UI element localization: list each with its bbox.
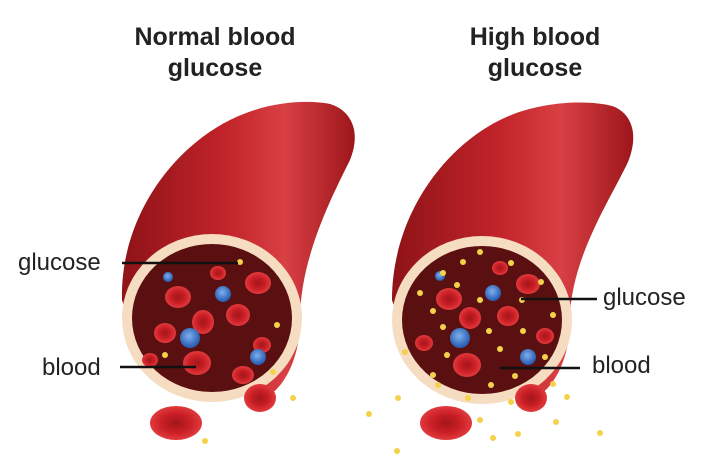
glucose-dot (435, 382, 441, 388)
red-blood-cell (459, 307, 481, 329)
glucose-dot (564, 394, 570, 400)
glucose-dot (454, 282, 460, 288)
title-normal-blood-glucose: Normal blood glucose (100, 22, 330, 84)
blue-cell (163, 272, 173, 282)
glucose-dot (270, 369, 276, 375)
label-blood-high: blood (592, 352, 651, 379)
glucose-dot (162, 352, 168, 358)
label-glucose-high: glucose (603, 284, 686, 311)
red-blood-cell (492, 261, 508, 275)
glucose-dot (490, 435, 496, 441)
glucose-dot (395, 395, 401, 401)
glucose-dot (290, 395, 296, 401)
glucose-dot (274, 322, 280, 328)
red-blood-cell (192, 310, 214, 334)
glucose-dot (508, 399, 514, 405)
blue-cell (485, 285, 501, 301)
red-blood-cell (150, 406, 202, 440)
title-line-1: High blood (469, 23, 601, 51)
glucose-dot (488, 382, 494, 388)
title-line-1: Normal blood (134, 23, 296, 51)
glucose-dot (486, 328, 492, 334)
blue-cell (450, 328, 470, 348)
red-blood-cell (154, 323, 176, 343)
title-high-blood-glucose: High blood glucose (420, 22, 650, 84)
glucose-dot (440, 270, 446, 276)
red-blood-cell (232, 366, 254, 384)
red-blood-cell (420, 406, 472, 440)
red-blood-cell (515, 384, 547, 412)
glucose-dot (550, 312, 556, 318)
title-line-2: glucose (487, 54, 583, 82)
blue-cells (163, 272, 266, 365)
glucose-dot (550, 381, 556, 387)
glucose-dot (553, 419, 559, 425)
glucose-dot (477, 297, 483, 303)
vessel-lumen (402, 246, 562, 394)
glucose-dot (440, 324, 446, 330)
red-blood-cell (245, 272, 271, 294)
glucose-dots (366, 249, 603, 454)
red-blood-cell (165, 286, 191, 308)
red-blood-cell (516, 274, 540, 294)
red-blood-cell (226, 304, 250, 326)
glucose-dot (430, 308, 436, 314)
red-blood-cell (244, 384, 276, 412)
glucose-dot (512, 373, 518, 379)
glucose-dot (237, 259, 243, 265)
blue-cell (180, 328, 200, 348)
vessel-high (366, 102, 634, 454)
label-blood-normal: blood (42, 354, 101, 381)
title-line-2: glucose (167, 54, 263, 82)
vessel-normal (120, 101, 355, 444)
red-blood-cells (415, 261, 554, 377)
glucose-dot (430, 372, 436, 378)
blue-cells (435, 271, 536, 365)
red-blood-cell (253, 337, 271, 353)
glucose-dot (508, 260, 514, 266)
glucose-dot (520, 328, 526, 334)
blue-cell (215, 286, 231, 302)
red-blood-cell (536, 328, 554, 344)
glucose-dot (597, 430, 603, 436)
glucose-dot (202, 438, 208, 444)
glucose-dot (460, 259, 466, 265)
red-blood-cell (142, 353, 158, 367)
red-blood-cell (497, 306, 519, 326)
glucose-dot (402, 349, 408, 355)
blue-cell (250, 349, 266, 365)
label-glucose-normal: glucose (18, 249, 101, 276)
red-blood-cells (142, 266, 271, 384)
glucose-dot (444, 352, 450, 358)
glucose-dot (497, 346, 503, 352)
red-blood-cell (415, 335, 433, 351)
glucose-dot (465, 395, 471, 401)
glucose-dot (394, 448, 400, 454)
escaped-red-cells (420, 384, 547, 440)
glucose-dot (477, 249, 483, 255)
glucose-dot (366, 411, 372, 417)
red-blood-cell (453, 353, 481, 377)
escaped-red-cells (150, 384, 276, 440)
red-blood-cell (210, 266, 226, 280)
glucose-dots (162, 259, 296, 444)
glucose-dot (542, 354, 548, 360)
glucose-dot (477, 417, 483, 423)
blue-cell (520, 349, 536, 365)
glucose-dot (538, 279, 544, 285)
glucose-dot (417, 290, 423, 296)
red-blood-cell (436, 288, 462, 310)
red-blood-cell (183, 351, 211, 375)
glucose-dot (515, 431, 521, 437)
